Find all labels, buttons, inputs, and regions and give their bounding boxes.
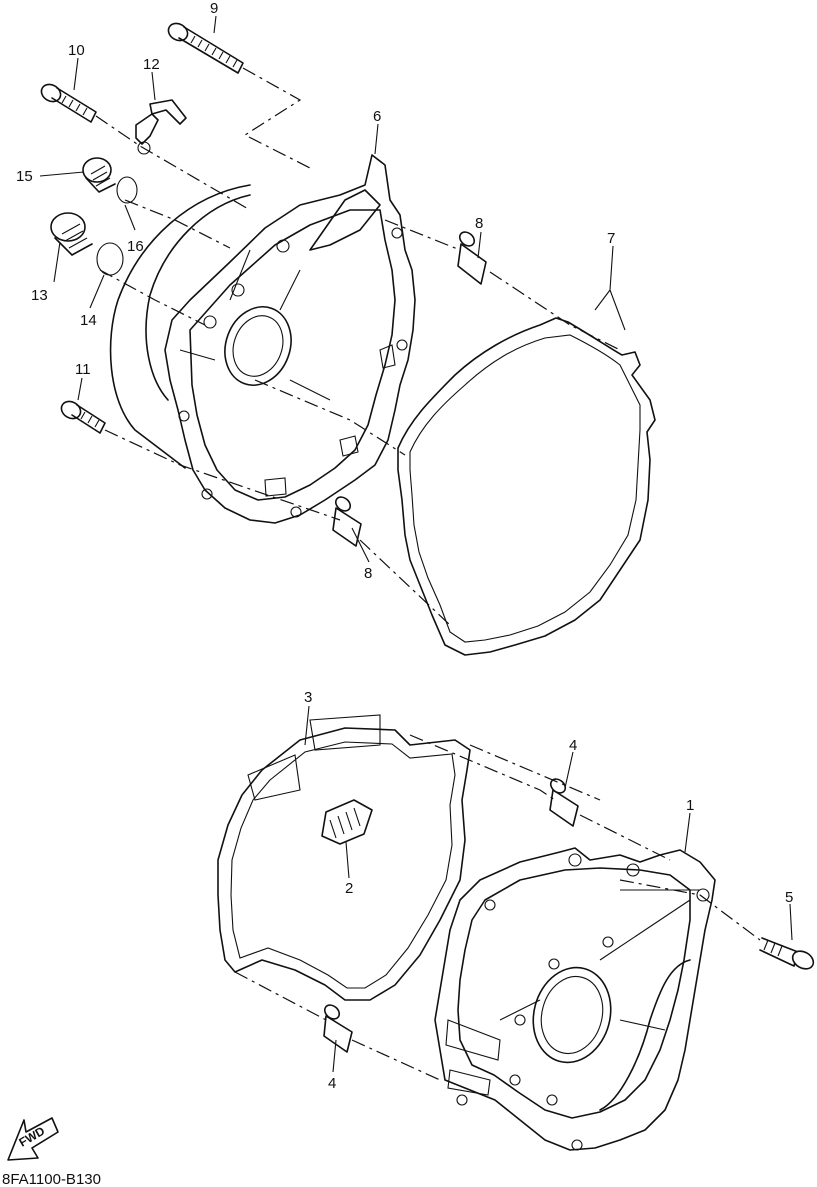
part-7-gasket-inner — [409, 334, 641, 643]
callout-12: 12 — [143, 56, 160, 73]
part-1-crankcase-cover — [434, 847, 716, 1151]
callout-8-lower: 8 — [364, 565, 372, 582]
part-4-dowel-upper — [549, 778, 579, 827]
callout-9: 9 — [210, 0, 218, 17]
part-13-plug — [50, 212, 93, 256]
callout-13: 13 — [31, 287, 48, 304]
callout-16: 16 — [127, 238, 144, 255]
callout-11: 11 — [75, 361, 91, 378]
part-8-dowel-lower — [332, 496, 362, 547]
callout-6: 6 — [373, 108, 381, 125]
upper-reference-lines — [95, 67, 621, 626]
callout-1: 1 — [686, 797, 694, 814]
callout-4-upper: 4 — [569, 737, 577, 754]
callout-3: 3 — [304, 689, 312, 706]
callout-10: 10 — [68, 42, 85, 59]
callout-labels: 9 10 12 6 15 16 8 7 13 14 11 8 3 4 1 2 5… — [16, 0, 793, 1092]
lower-reference-lines — [234, 734, 761, 1081]
part-7-gasket — [397, 317, 656, 656]
callout-4-lower: 4 — [328, 1075, 336, 1092]
part-10-bolt — [40, 83, 97, 123]
callout-7: 7 — [607, 230, 615, 247]
part-12-clip — [135, 99, 187, 155]
part-4-dowel-lower — [323, 1004, 353, 1053]
diagram-code: 8FA1100-B130 — [2, 1171, 101, 1187]
part-15-plug — [82, 157, 116, 193]
part-9-bolt — [167, 22, 244, 74]
part-3-gasket — [217, 727, 471, 1001]
part-11-bolt — [60, 400, 106, 434]
part-8-dowel-upper — [457, 231, 487, 285]
callout-5: 5 — [785, 889, 793, 906]
part-16-o-ring — [116, 176, 138, 204]
part-6-crankcase-cover — [109, 154, 416, 524]
callout-2: 2 — [345, 880, 353, 897]
lower-leader-lines — [304, 705, 793, 1073]
callout-15: 15 — [16, 168, 33, 185]
part-3-gasket-inner — [230, 741, 456, 989]
part-2-grommet — [321, 799, 373, 845]
callout-14: 14 — [80, 312, 97, 329]
upper-leader-lines — [39, 15, 626, 563]
fwd-arrow-icon: FWD — [7, 1117, 59, 1161]
part-5-bolt — [759, 937, 815, 970]
callout-8-upper: 8 — [475, 215, 483, 232]
